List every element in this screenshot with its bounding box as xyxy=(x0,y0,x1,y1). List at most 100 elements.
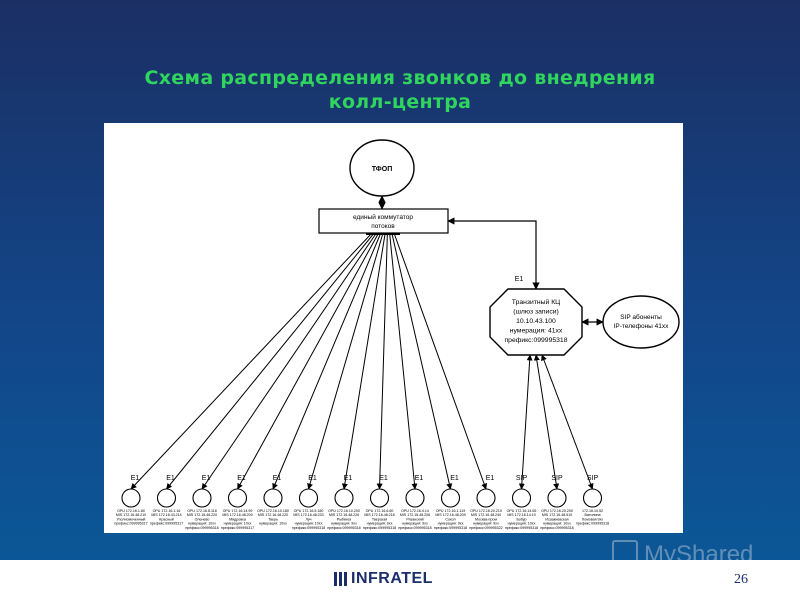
transit-label-line: (шлюз записи) xyxy=(513,309,559,316)
e1-branch-link xyxy=(307,232,384,490)
branch-caption-line: OPU 172.16.20.210 xyxy=(470,509,502,513)
branch-caption-line: OPU 172.16.14.99 xyxy=(223,509,253,513)
branch-caption-line: OPU 172.16.10.180 xyxy=(257,509,289,513)
sip-branch-link xyxy=(533,354,560,490)
switch-transit-link xyxy=(447,217,540,290)
branch-caption-line: Сокол xyxy=(445,517,455,521)
branch-caption-line: OPU 172.16.8.118 xyxy=(187,509,217,513)
e1-branch-link xyxy=(389,232,418,490)
branch-caption-line: OPU 172.16.1.80 xyxy=(117,509,145,513)
branch-caption-line: MIS 172.16.48.519 xyxy=(542,513,572,517)
footer-bar: INFRATEL 26 xyxy=(0,560,800,600)
sip-subscribers-line1: SIP абоненты xyxy=(620,313,662,321)
branch-node xyxy=(369,488,390,508)
branch-caption-line: OPU 172.16.14.65 xyxy=(507,509,537,513)
slide-title: Схема распределения звонков до внедрения… xyxy=(40,66,760,114)
branch-caption-line: MIS 172.16.48.240 xyxy=(471,513,501,517)
branch-caption-line: префикс:099995318 xyxy=(327,526,360,530)
branch-trunk-label: E1 xyxy=(202,475,211,482)
branch-node xyxy=(121,488,141,508)
branch-caption-line: нумерация: 9хх xyxy=(367,522,393,526)
branch-caption-line: OPU 172.16.10.200 xyxy=(328,509,360,513)
branch-caption-line: MIS 172.16.48.220 xyxy=(187,513,217,517)
branch-caption-line: OPU 172.16.20.200 xyxy=(541,509,573,513)
branch-caption-line: MIS 172.16.48.210 xyxy=(116,513,146,517)
branch-caption-line: Москва-пром xyxy=(475,517,497,521)
branch-node xyxy=(298,488,319,508)
branch-node xyxy=(227,488,248,508)
branch-caption-line: Бобур xyxy=(516,517,526,521)
e1-branch-link xyxy=(130,232,373,490)
branch-caption-line: OPU 172.16.6.60 xyxy=(366,509,394,513)
e1-branch-link xyxy=(272,232,382,490)
diagram-canvas: ТФОП единый коммутатор потоков Транзитны… xyxy=(114,139,680,530)
branch-node xyxy=(582,488,603,508)
branch-caption-line: Ватолина xyxy=(585,513,601,517)
branch-caption-line: нумерация: 10хх xyxy=(295,522,323,526)
branch-trunk-label: E1 xyxy=(415,475,424,482)
branch-caption-line: нумерация: 10хх xyxy=(543,522,571,526)
branch-caption-line: Тверская xyxy=(372,517,387,521)
branch-trunk-label: SIP xyxy=(516,475,528,482)
transit-trunk-label: E1 xyxy=(515,276,524,283)
branch-caption-line: MIS 172.16.48.220 xyxy=(258,513,288,517)
branch-node xyxy=(547,488,567,508)
e1-branch-link xyxy=(341,232,386,490)
branch-caption-line: Исаакиевская xyxy=(545,517,568,521)
branch-caption-line: Ломовая 9хх xyxy=(582,517,603,521)
branch-caption-line: Уполномоченный xyxy=(117,517,146,521)
e1-branch-link xyxy=(237,232,380,490)
branch-caption-line: OPU 172.16.4.14 xyxy=(401,509,429,513)
branch-caption-line: нумерация: 10хх xyxy=(188,522,216,526)
slide-title-line2: колл-центра xyxy=(328,91,472,113)
sip-branch-link xyxy=(518,354,533,490)
branch-caption-line: префикс:099995322 xyxy=(469,526,502,530)
branch-caption-line: Мидровка xyxy=(229,517,246,521)
pstn-label: ТФОП xyxy=(372,166,392,173)
sip-subscribers-node: SIP абоненты IP-телефоны 41хх xyxy=(602,295,680,349)
branch-caption-line: MIS 172.16.14.19 xyxy=(507,513,535,517)
branch-node xyxy=(334,488,354,508)
e1-branch-link xyxy=(201,232,377,490)
e1-branch-link xyxy=(166,232,375,490)
e1-branch-link xyxy=(376,232,388,490)
branch-node xyxy=(263,488,283,508)
branch-caption-line: 172.16.10.52 xyxy=(582,509,603,513)
branch-trunk-label: SIP xyxy=(587,475,599,482)
branch-node xyxy=(156,488,177,508)
branch-caption-line: нумерация: 10хх xyxy=(508,522,536,526)
branch-caption-line: префикс:099995318 xyxy=(505,526,538,530)
branch-caption-line: префикс:099995318 xyxy=(398,526,431,530)
switch-label-line2: потоков xyxy=(371,223,395,230)
transit-label-line: 10.10.43.100 xyxy=(516,318,556,325)
branch-caption-line: префикс:099995317 xyxy=(114,522,147,526)
slide-title-line1: Схема распределения звонков до внедрения xyxy=(144,67,656,89)
branch-caption-line: нумерация: 9хх xyxy=(331,522,357,526)
branch-caption-line: MIS 172.16.48.209 xyxy=(435,513,465,517)
branch-caption-line: нумерация: 10хх xyxy=(224,522,252,526)
branch-caption-line: Рыбинск xyxy=(337,517,352,521)
branch-caption-line: MIS 172.16.48.209 xyxy=(222,513,252,517)
brand-name: INFRATEL xyxy=(351,570,433,587)
branch-node xyxy=(440,488,461,508)
branch-caption-line: префикс:099995318 xyxy=(540,526,573,530)
sip-branch-link xyxy=(541,354,594,490)
branch-trunk-label: E1 xyxy=(486,475,495,482)
branch-caption-line: нумерация: 10хх xyxy=(259,522,287,526)
branch-caption-line: MIS 172.16.43.214 xyxy=(151,513,181,517)
branch-caption-line: OPU 172.16.1.16 xyxy=(153,509,181,513)
branch-caption-line: нумерация: 9хх xyxy=(402,522,428,526)
branch-caption-line: MIS 172.16.48.218 xyxy=(364,513,394,517)
branch-trunk-label: E1 xyxy=(344,475,353,482)
branch-caption-line: OPU 172.16.5.180 xyxy=(294,509,324,513)
sip-subscribers-line2: IP-телефоны 41хх xyxy=(614,323,670,330)
branch-trunk-label: E1 xyxy=(166,475,175,482)
transit-label-line: Транзитный КЦ xyxy=(512,298,560,306)
branch-caption-line: префикс:099995318 xyxy=(292,526,325,530)
branch-node xyxy=(511,488,532,508)
branch-caption-line: Рязанский xyxy=(406,517,423,521)
brand-logo: INFRATEL xyxy=(334,570,433,588)
e1-branch-link xyxy=(391,232,453,490)
branch-caption-line: MIS 172.16.48.226 xyxy=(329,513,359,517)
